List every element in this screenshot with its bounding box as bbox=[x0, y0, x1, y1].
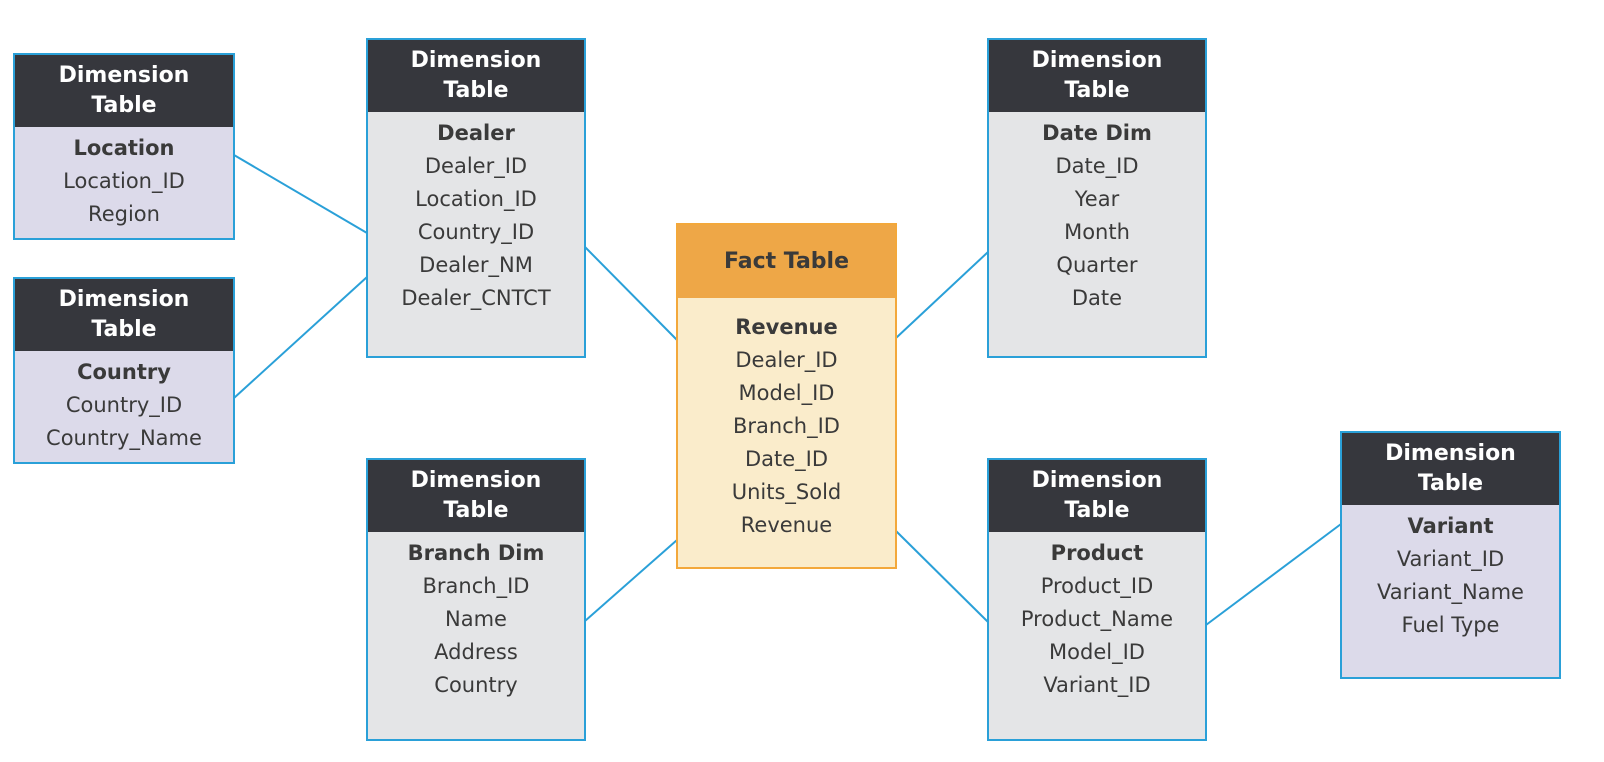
connector-fact-product bbox=[895, 530, 989, 623]
field-month: Month bbox=[1064, 220, 1130, 244]
table-header-line-2: Table bbox=[443, 78, 509, 103]
table-header-line-1: Fact Table bbox=[723, 248, 850, 274]
field-units-sold: Units_Sold bbox=[731, 480, 842, 504]
field-name: Name bbox=[445, 607, 507, 631]
connector-country-dealer bbox=[233, 276, 368, 399]
table-header: Dimension Table bbox=[1342, 433, 1559, 505]
connector-dealer-fact bbox=[584, 246, 678, 341]
table-header: Dimension Table bbox=[989, 40, 1205, 112]
field-quarter: Quarter bbox=[1056, 253, 1138, 277]
table-body: Date Dim Date_ID Year Month Quarter Date bbox=[989, 112, 1205, 356]
field-region: Region bbox=[88, 202, 160, 226]
table-header-line-2: Table bbox=[443, 498, 509, 523]
country-dimension-table: Dimension Table Country Country_ID Count… bbox=[13, 277, 235, 464]
table-header-line-1: Dimension bbox=[58, 287, 190, 312]
field-address: Address bbox=[434, 640, 518, 664]
dealer-dimension-table: Dimension Table Dealer Dealer_ID Locatio… bbox=[366, 38, 586, 358]
table-header-line-1: Dimension bbox=[58, 63, 190, 88]
field-date: Date bbox=[1071, 286, 1123, 310]
table-header-line-2: Table bbox=[1064, 498, 1130, 523]
table-title: Product bbox=[1050, 541, 1144, 565]
field-date-id: Date_ID bbox=[744, 447, 829, 471]
field-dealer-nm: Dealer_NM bbox=[419, 253, 533, 277]
table-body: Country Country_ID Country_Name bbox=[15, 351, 233, 462]
table-body: Branch Dim Branch_ID Name Address Countr… bbox=[368, 532, 584, 739]
table-header: Fact Table bbox=[678, 225, 895, 298]
field-model-id: Model_ID bbox=[1049, 640, 1145, 664]
variant-dimension-table: Dimension Table Variant Variant_ID Varia… bbox=[1340, 431, 1561, 679]
table-body: Dealer Dealer_ID Location_ID Country_ID … bbox=[368, 112, 584, 356]
table-body: Variant Variant_ID Variant_Name Fuel Typ… bbox=[1342, 505, 1559, 677]
table-header: Dimension Table bbox=[989, 460, 1205, 532]
field-product-name: Product_Name bbox=[1020, 607, 1174, 631]
field-model-id: Model_ID bbox=[738, 381, 835, 405]
table-body: Product Product_ID Product_Name Model_ID… bbox=[989, 532, 1205, 739]
field-dealer-cntct: Dealer_CNTCT bbox=[401, 286, 551, 310]
location-dimension-table: Dimension Table Location Location_ID Reg… bbox=[13, 53, 235, 240]
table-header: Dimension Table bbox=[368, 40, 584, 112]
field-country: Country bbox=[434, 673, 518, 697]
field-location-id: Location_ID bbox=[415, 187, 537, 211]
field-location-id: Location_ID bbox=[63, 169, 185, 193]
field-dealer-id: Dealer_ID bbox=[424, 154, 528, 178]
table-header-line-1: Dimension bbox=[410, 468, 542, 493]
table-title: Branch Dim bbox=[407, 541, 545, 565]
connector-product-variant bbox=[1205, 523, 1342, 626]
field-branch-id: Branch_ID bbox=[422, 574, 530, 598]
table-body: Location Location_ID Region bbox=[15, 127, 233, 238]
connector-fact-date bbox=[895, 251, 989, 339]
branch-dimension-table: Dimension Table Branch Dim Branch_ID Nam… bbox=[366, 458, 586, 741]
table-title: Location bbox=[73, 136, 175, 160]
table-header-line-1: Dimension bbox=[1031, 48, 1163, 73]
field-fuel-type: Fuel Type bbox=[1401, 613, 1500, 637]
table-header-line-1: Dimension bbox=[1385, 441, 1516, 466]
table-header-line-2: Table bbox=[1417, 471, 1484, 496]
table-header-line-2: Table bbox=[1064, 78, 1130, 103]
table-header: Dimension Table bbox=[15, 279, 233, 351]
connector-location-dealer bbox=[233, 154, 368, 234]
field-country-name: Country_Name bbox=[46, 426, 202, 450]
table-header: Dimension Table bbox=[368, 460, 584, 532]
table-header-line-2: Table bbox=[91, 317, 157, 342]
field-date-id: Date_ID bbox=[1055, 154, 1139, 178]
field-revenue: Revenue bbox=[740, 513, 833, 537]
field-year: Year bbox=[1074, 187, 1120, 211]
table-header: Dimension Table bbox=[15, 55, 233, 127]
field-variant-id: Variant_ID bbox=[1396, 547, 1505, 571]
field-country-id: Country_ID bbox=[65, 393, 183, 417]
table-title: Revenue bbox=[735, 315, 838, 339]
field-country-id: Country_ID bbox=[417, 220, 535, 244]
table-body: Revenue Dealer_ID Model_ID Branch_ID Dat… bbox=[678, 298, 895, 567]
field-product-id: Product_ID bbox=[1040, 574, 1154, 598]
date-dimension-table: Dimension Table Date Dim Date_ID Year Mo… bbox=[987, 38, 1207, 358]
fact-table: Fact Table Revenue Dealer_ID Model_ID Br… bbox=[676, 223, 897, 569]
table-title: Dealer bbox=[437, 121, 515, 145]
table-title: Date Dim bbox=[1042, 121, 1152, 145]
field-dealer-id: Dealer_ID bbox=[735, 348, 838, 372]
table-title: Variant bbox=[1407, 514, 1494, 538]
field-variant-name: Variant_Name bbox=[1377, 580, 1524, 604]
field-branch-id: Branch_ID bbox=[733, 414, 840, 438]
connector-branch-fact bbox=[584, 539, 678, 622]
table-header-line-1: Dimension bbox=[410, 48, 542, 73]
table-header-line-1: Dimension bbox=[1031, 468, 1163, 493]
field-variant-id: Variant_ID bbox=[1043, 673, 1151, 697]
table-title: Country bbox=[77, 360, 171, 384]
product-dimension-table: Dimension Table Product Product_ID Produ… bbox=[987, 458, 1207, 741]
table-header-line-2: Table bbox=[91, 93, 157, 118]
